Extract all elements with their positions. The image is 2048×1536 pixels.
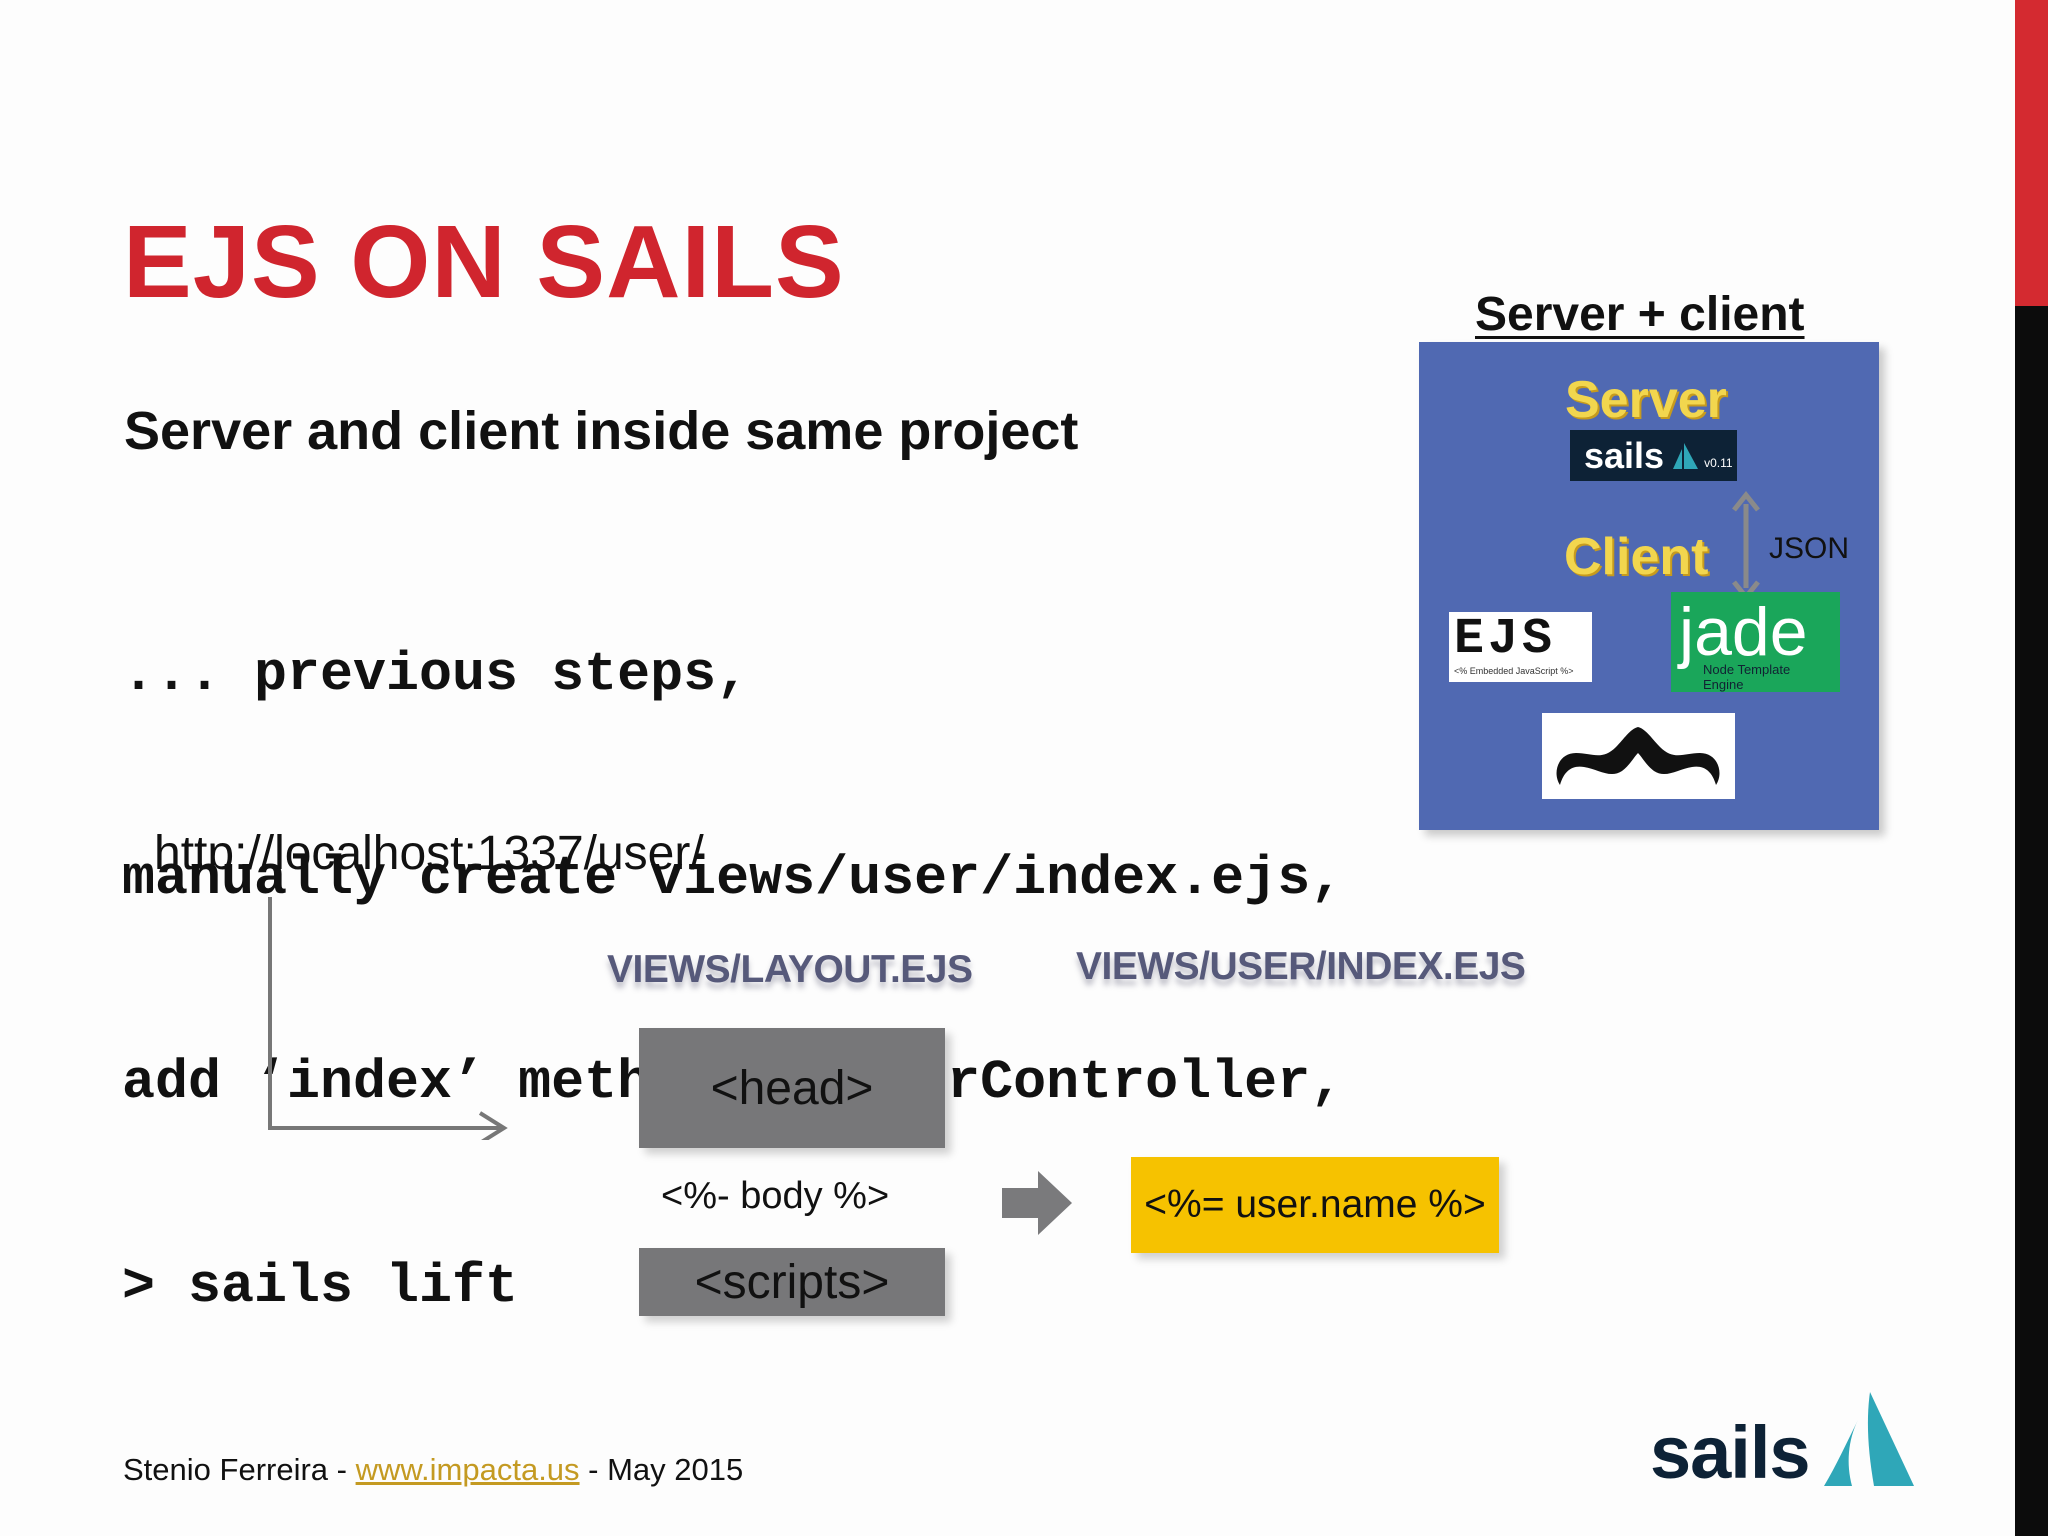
sails-logo-icon: sails [1650, 1390, 1920, 1494]
sails-sail-icon [1673, 442, 1699, 469]
user-name-box: <%= user.name %> [1131, 1157, 1499, 1253]
jade-logo-subtext: Node Template Engine [1703, 662, 1791, 692]
server-client-panel: Server sails v0.11 Client JSON EJS <% Em… [1419, 342, 1879, 830]
mustache-icon [1542, 713, 1735, 799]
scripts-box: <scripts> [639, 1248, 945, 1316]
panel-server-text: Server [1565, 371, 1727, 429]
double-arrow-icon [1732, 490, 1760, 602]
sails-version: v0.11 [1704, 455, 1733, 470]
ejs-logo-subtext: <% Embedded JavaScript %> [1454, 666, 1574, 676]
footer-date: - May 2015 [579, 1452, 744, 1487]
head-box: <head> [639, 1028, 945, 1148]
footer-author: Stenio Ferreira - [123, 1452, 356, 1487]
code-line: ... previous steps, [122, 643, 750, 706]
jade-logo: jade Node Template Engine [1671, 592, 1840, 692]
panel-client-text: Client [1564, 528, 1709, 586]
arrow-right-icon [1002, 1171, 1072, 1235]
code-line: manually create views/user/index.ejs, [122, 847, 1344, 910]
flow-arrow-icon [268, 897, 508, 1140]
sails-logo-text: sails [1650, 1411, 1811, 1494]
footer: Stenio Ferreira - www.impacta.us - May 2… [123, 1452, 743, 1488]
panel-json-text: JSON [1769, 532, 1850, 565]
footer-link[interactable]: www.impacta.us [355, 1452, 580, 1487]
slide-subtitle: Server and client inside same project [124, 401, 1079, 461]
body-placeholder: <%- body %> [661, 1175, 890, 1217]
panel-label: Server + client [1475, 288, 1805, 341]
sails-logo-sail-icon [1824, 1392, 1914, 1486]
jade-logo-text: jade [1679, 594, 1808, 670]
sails-badge: sails v0.11 [1570, 430, 1737, 481]
sails-badge-text: sails [1584, 434, 1665, 476]
index-label: VIEWS/USER/INDEX.EJS [1076, 945, 1526, 988]
url-text: http://localhost:1337/user/ [154, 827, 704, 880]
code-line: > sails lift [122, 1255, 519, 1318]
layout-label: VIEWS/LAYOUT.EJS [607, 948, 973, 991]
slide-title: EJS ON SAILS [123, 204, 845, 319]
ejs-logo-text: EJS [1454, 611, 1557, 668]
edge-bar-black [2015, 306, 2048, 1536]
edge-bar-red [2015, 0, 2048, 306]
ejs-logo: EJS <% Embedded JavaScript %> [1449, 612, 1592, 682]
